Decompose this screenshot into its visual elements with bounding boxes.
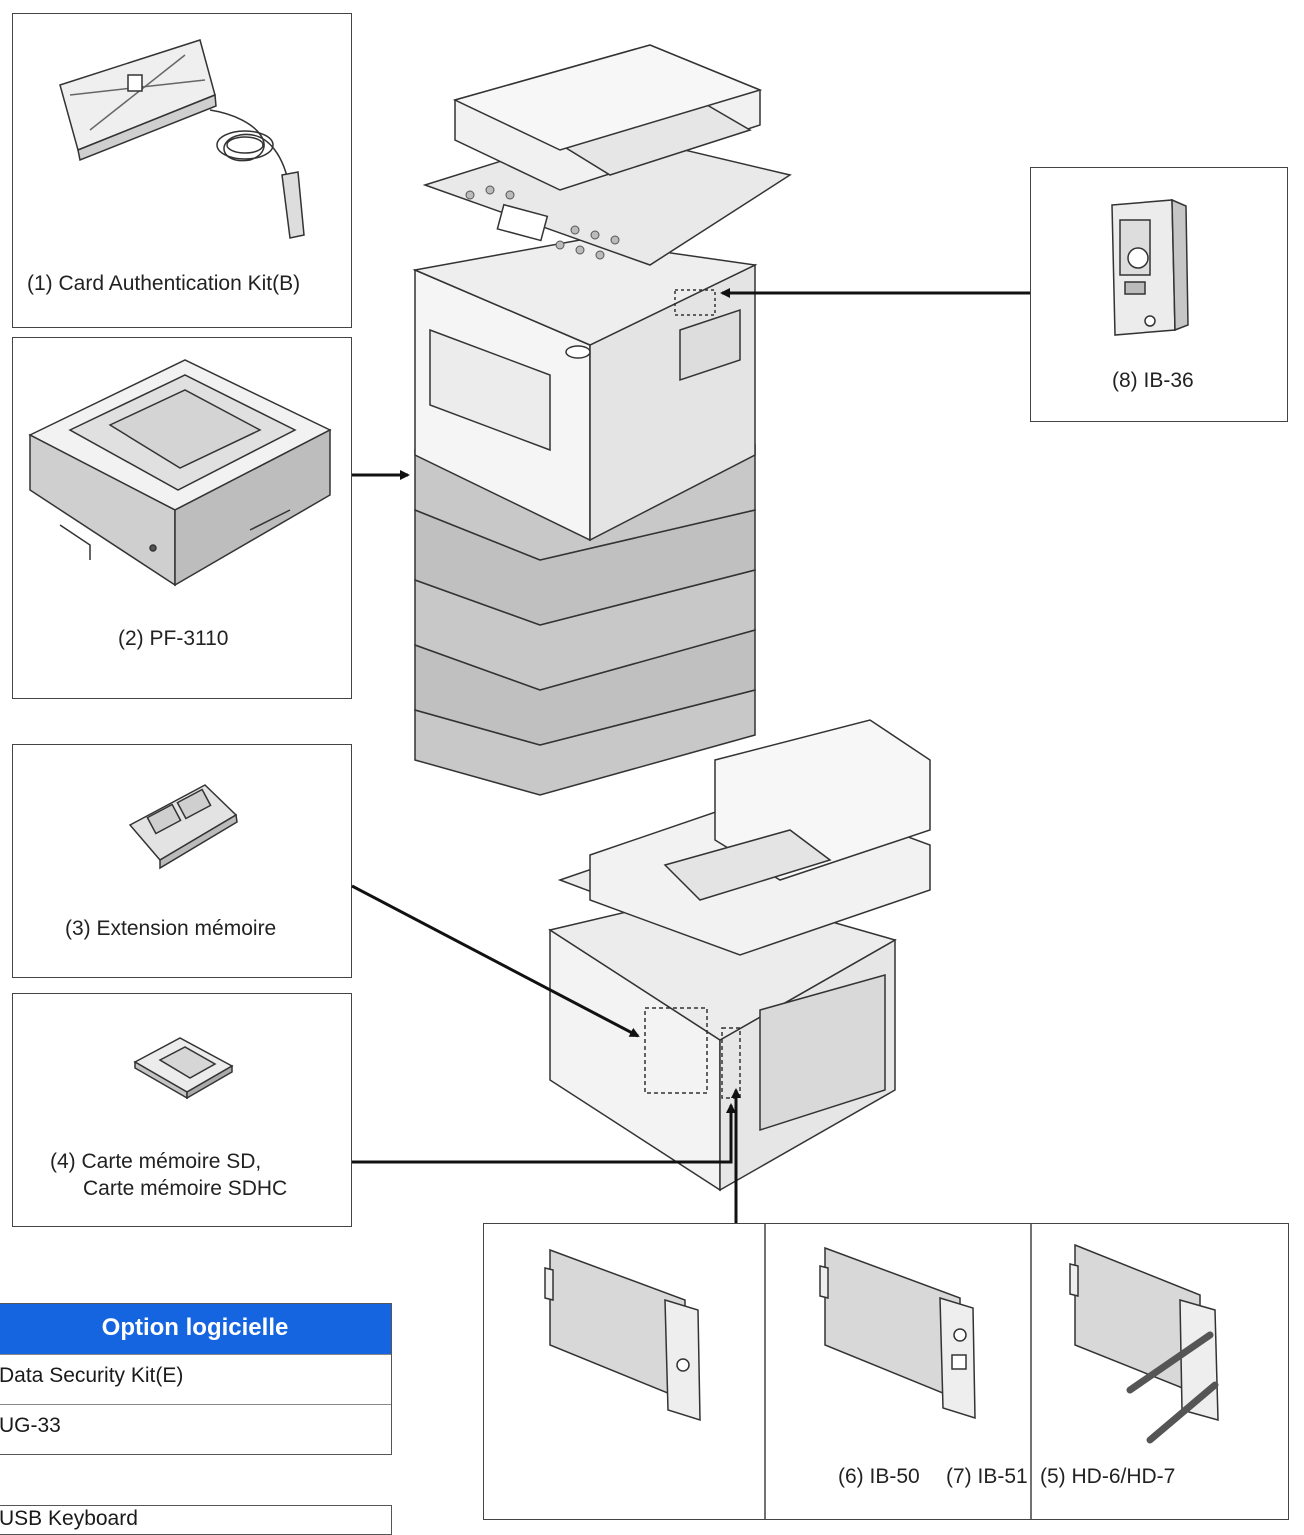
ib50-label: (6) IB-50	[838, 1465, 920, 1488]
hd-label: (5) HD-6/HD-7	[1040, 1465, 1176, 1488]
usb-keyboard-row: USB Keyboard	[0, 1505, 392, 1535]
sd-card-label-2: Carte mémoire SDHC	[83, 1177, 288, 1200]
sd-card-box	[12, 993, 352, 1227]
ib36-label: (8) IB-36	[1112, 369, 1194, 392]
software-table-header: Option logicielle	[0, 1304, 391, 1354]
hd-card-image	[1069, 1243, 1219, 1444]
memory-label: (3) Extension mémoire	[65, 917, 277, 940]
ib51-label: (7) IB-51	[946, 1465, 1028, 1488]
memory-module-image	[128, 784, 238, 870]
sd-card-label-1: (4) Carte mémoire SD,	[50, 1150, 262, 1173]
printer-with-feeders-image	[412, 44, 792, 796]
table-row: UG-33	[0, 1404, 391, 1454]
table-row: Data Security Kit(E)	[0, 1354, 391, 1404]
software-options-table: Option logicielle Data Security Kit(E) U…	[0, 1303, 392, 1455]
card-auth-label: (1) Card Authentication Kit(B)	[27, 272, 301, 295]
paper-feeder-image	[28, 359, 332, 587]
card-reader-image	[59, 39, 305, 239]
sd-card-image	[133, 1037, 234, 1100]
paper-feeder-label: (2) PF-3110	[118, 627, 229, 650]
ib36-module-image	[1111, 198, 1189, 336]
printer-rear-image	[548, 719, 931, 1192]
memory-box	[12, 744, 352, 978]
arrow-memory	[351, 884, 640, 1038]
arrow-sd-card	[352, 1103, 736, 1164]
ib51-card-image	[819, 1246, 976, 1420]
ib50-card-image	[544, 1248, 701, 1422]
